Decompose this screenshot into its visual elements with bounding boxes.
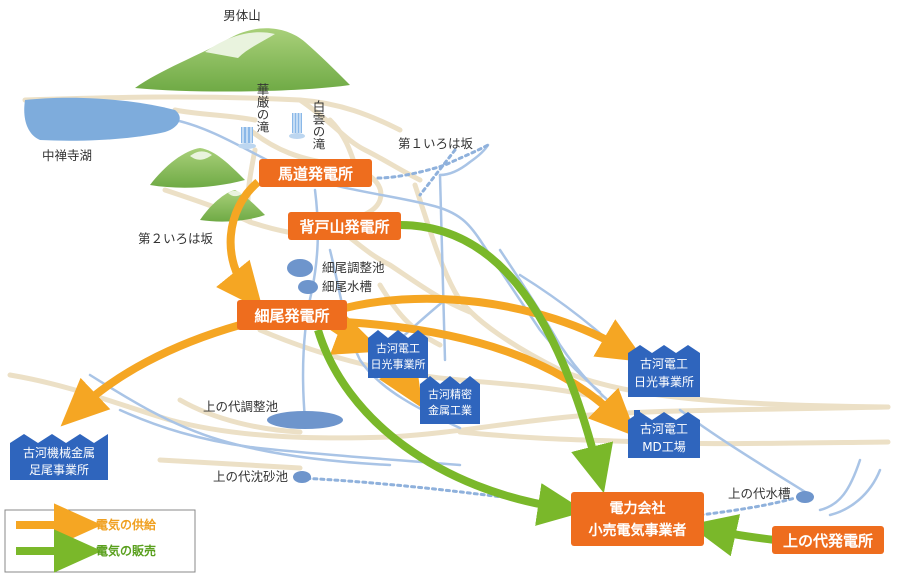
facility-nikko-a: 古河電工 日光事業所 [368, 330, 428, 378]
ponds [267, 259, 814, 503]
hosoo-tank-label: 細尾水槽 [322, 279, 372, 294]
legend-supply-label: 電気の供給 [96, 517, 157, 532]
facility-seimitsu-line2: 金属工業 [428, 403, 472, 417]
kegon-label: 華厳の滝 [255, 83, 270, 133]
plant-umamichi-label: 馬道発電所 [278, 165, 353, 183]
facility-seimitsu: 古河精密 金属工業 [420, 376, 480, 424]
plant-kamishiro-label: 上の代発電所 [783, 532, 873, 550]
nantaisan-label: 男体山 [223, 8, 261, 23]
facility-md: 古河電工 MD工場 [628, 410, 700, 458]
power-company-line2: 小売電気事業者 [589, 522, 687, 539]
kamishiro-pond-label: 上の代調整池 [203, 399, 279, 414]
facility-kikai-line1: 古河機械金属 [23, 445, 95, 460]
mountains [135, 28, 350, 222]
plant-umamichi: 馬道発電所 [259, 159, 372, 187]
plant-sedoyama: 背戸山発電所 [288, 212, 401, 240]
facility-nikko-b-line2: 日光事業所 [634, 375, 694, 389]
facility-nikko-b: 古河電工 日光事業所 [628, 345, 700, 397]
waterfall-icon [238, 127, 256, 149]
kamishiro-sand-label: 上の代沈砂池 [213, 469, 289, 484]
power-company-box: 電力会社 小売電気事業者 [571, 492, 704, 546]
facility-nikko-a-line2: 日光事業所 [371, 357, 426, 371]
legend-sale-label: 電気の販売 [96, 543, 156, 558]
facility-md-line1: 古河電工 [640, 421, 688, 436]
iroha1-label: 第１いろは坂 [398, 136, 474, 151]
facility-md-line2: MD工場 [642, 440, 686, 454]
kamishiro-tank-label: 上の代水槽 [728, 486, 791, 501]
plant-hosoo-label: 細尾発電所 [254, 307, 329, 325]
sale-arrows [314, 221, 776, 557]
waterfall-icon [289, 113, 305, 139]
plant-hosoo: 細尾発電所 [237, 300, 347, 330]
shiraguma-label: 白雲の滝 [311, 99, 326, 150]
facility-kikai-line2: 足尾事業所 [29, 463, 89, 477]
iroha2-label: 第２いろは坂 [138, 231, 214, 246]
legend: 電気の供給 電気の販売 [4, 503, 196, 573]
power-company-line1: 電力会社 [610, 500, 666, 517]
chuzenji-lake [24, 97, 180, 141]
facility-kikai: 古河機械金属 足尾事業所 [10, 434, 108, 480]
plant-sedoyama-label: 背戸山発電所 [299, 218, 389, 236]
facility-nikko-b-line1: 古河電工 [640, 356, 688, 371]
chuzenji-label: 中禅寺湖 [42, 148, 92, 163]
hosoo-pond-label: 細尾調整池 [322, 260, 385, 275]
facility-nikko-a-line1: 古河電工 [376, 342, 420, 355]
plant-kamishiro: 上の代発電所 [772, 526, 884, 554]
facility-seimitsu-line1: 古河精密 [428, 387, 472, 401]
